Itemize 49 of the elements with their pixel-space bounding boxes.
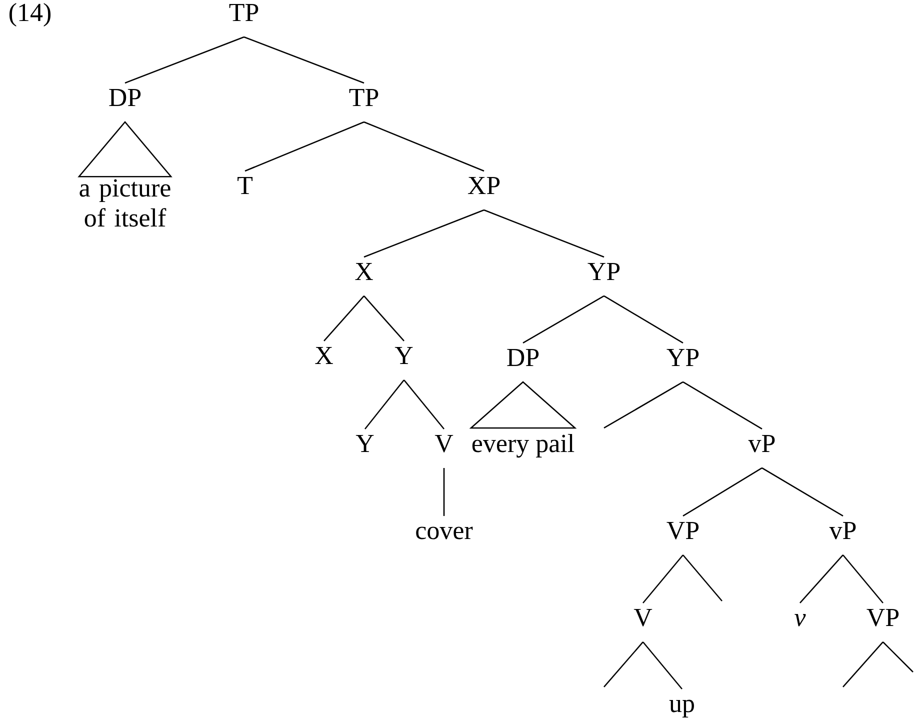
branch-line: [842, 554, 884, 604]
category-label: DP: [507, 348, 539, 366]
branch-line: [842, 642, 884, 688]
branch-line: [324, 296, 364, 342]
category-label: X: [355, 262, 373, 280]
category-label: TP: [229, 4, 258, 21]
category-label: Y: [394, 346, 413, 364]
branch-line: [404, 380, 444, 430]
category-label: V: [634, 608, 652, 626]
branch-line: [604, 642, 644, 688]
category-label: VP: [866, 608, 899, 626]
word: every pail: [472, 434, 574, 458]
branch-line: [762, 467, 844, 517]
category-label: Y: [356, 434, 374, 452]
category-label: VP: [666, 522, 699, 540]
category-label: v: [794, 614, 806, 626]
branch-line: [364, 209, 484, 258]
branch-line: [642, 554, 684, 604]
branch-line: [244, 36, 364, 84]
category-label: XP: [468, 176, 500, 194]
branch-line: [682, 554, 722, 602]
branch-line: [364, 296, 404, 342]
category-label: YP: [588, 262, 620, 280]
branch-line: [484, 209, 604, 258]
branch-line: [800, 554, 844, 604]
branch-line: [604, 381, 684, 429]
word: up: [669, 700, 694, 718]
word: a picture of itself: [80, 179, 170, 227]
branch-line: [642, 642, 682, 690]
branch-line: [364, 121, 484, 172]
branch-line: [604, 295, 684, 344]
branch-line: [682, 381, 762, 430]
category-label: DP: [109, 88, 141, 106]
branch-line: [124, 36, 244, 84]
example-number: (14): [10, 2, 51, 27]
word: cover: [416, 526, 473, 540]
branch-line: [522, 295, 604, 344]
branch-line: [682, 467, 762, 517]
category-label: X: [315, 346, 333, 364]
branch-line: [443, 468, 445, 516]
branch-line: [882, 642, 914, 672]
category-label: YP: [666, 348, 699, 366]
category-label: vP: [829, 522, 856, 540]
category-label: TP: [349, 88, 378, 106]
branch-line: [364, 380, 405, 430]
category-label: V: [434, 434, 454, 452]
category-label: vP: [748, 434, 775, 452]
branch-line: [244, 121, 364, 172]
category-label: T: [238, 176, 252, 194]
